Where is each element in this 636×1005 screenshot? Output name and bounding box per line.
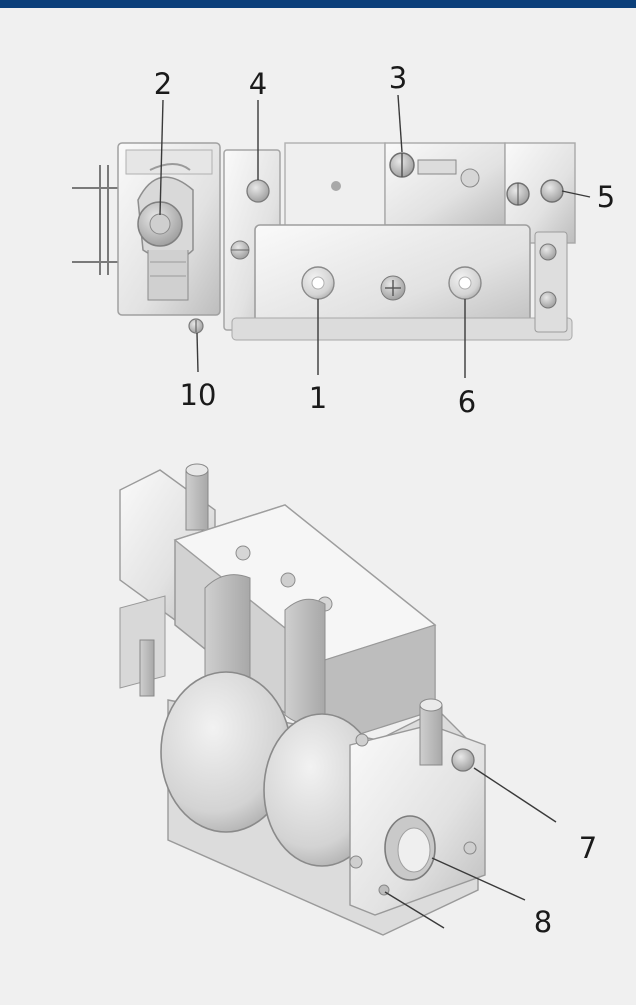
- leader-lines-iso: [384, 767, 557, 929]
- callout-6: 6: [458, 385, 476, 419]
- callout-7: 7: [579, 831, 597, 865]
- callout-4: 4: [249, 67, 267, 101]
- callout-2: 2: [154, 67, 172, 101]
- port-7: [451, 748, 475, 772]
- pilot-stem: [185, 469, 209, 531]
- top-accent-bar: [0, 0, 636, 8]
- callout-8: 8: [534, 905, 552, 939]
- valve-isometric-view: [119, 463, 486, 936]
- gas-valve-diagram: 2 4 3 5 10 1 6 7 8: [72, 61, 615, 939]
- diagram-canvas: 2 4 3 5 10 1 6 7 8: [0, 8, 636, 1005]
- valve-top-view: [72, 142, 576, 341]
- leader-lines-top: [159, 94, 591, 378]
- screw-4: [246, 179, 270, 203]
- callout-1: 1: [309, 381, 327, 415]
- callout-3: 3: [389, 61, 407, 95]
- callout-5: 5: [597, 180, 615, 214]
- connector-pins: [72, 165, 120, 275]
- callout-10: 10: [180, 378, 217, 412]
- screw-5: [540, 179, 564, 203]
- callout-labels: 2 4 3 5 10 1 6 7 8: [154, 61, 615, 939]
